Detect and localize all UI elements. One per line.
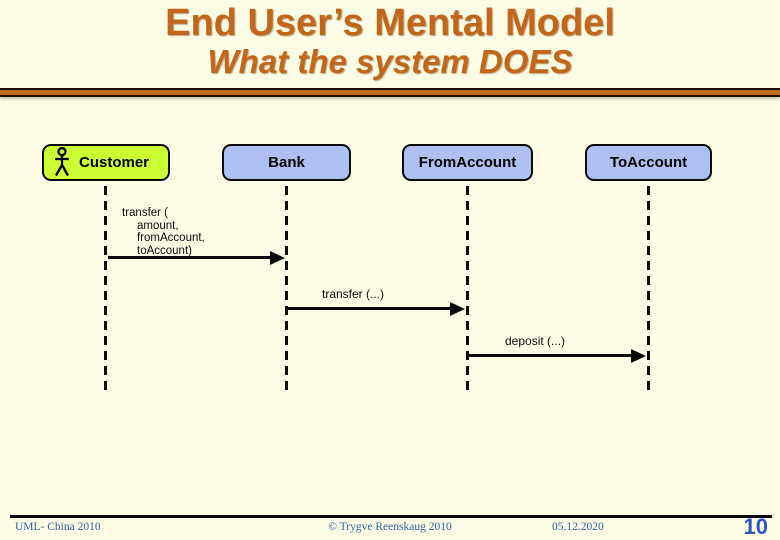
- lifeline-toaccount: [647, 186, 650, 396]
- object-box-toaccount: ToAccount: [585, 144, 712, 181]
- footer-conference: UML- China 2010: [15, 521, 101, 533]
- title-divider-bar: [0, 88, 780, 97]
- message-arrow-transfer-short: [288, 301, 465, 316]
- footer-divider-line: [10, 515, 772, 518]
- object-box-fromaccount: FromAccount: [402, 144, 533, 181]
- object-box-bank: Bank: [222, 144, 351, 181]
- page-number: 10: [743, 514, 768, 539]
- actor-label-customer: Customer: [79, 154, 150, 171]
- lifeline-bank: [285, 186, 288, 396]
- message-line: transfer (: [122, 207, 169, 219]
- lifeline-fromaccount: [466, 186, 469, 396]
- actor-box-customer: Customer: [42, 144, 170, 181]
- slide-subtitle: What the system DOES: [207, 43, 573, 80]
- lifeline-customer: [104, 186, 107, 396]
- slide-title: End User’s Mental Model: [165, 2, 615, 44]
- stick-figure-actor-icon: [55, 147, 69, 177]
- message-arrow-transfer-full: [108, 250, 285, 265]
- footer-copyright: © Trygve Reenskaug 2010: [328, 521, 452, 533]
- message-arrow-deposit: [468, 348, 646, 363]
- object-label-bank: Bank: [268, 154, 305, 171]
- message-label-deposit: deposit (...): [505, 334, 566, 348]
- object-label-fromaccount: FromAccount: [418, 154, 517, 171]
- message-line: toAccount): [137, 244, 192, 257]
- object-label-toaccount: ToAccount: [609, 154, 688, 171]
- message-line: amount,: [137, 219, 179, 232]
- message-label-transfer-full: transfer ( amount, fromAccount, toAccoun…: [122, 207, 205, 257]
- message-line: fromAccount,: [137, 232, 205, 244]
- footer-date: 05.12.2020: [552, 521, 604, 533]
- message-label-transfer-short: transfer (...): [322, 287, 385, 301]
